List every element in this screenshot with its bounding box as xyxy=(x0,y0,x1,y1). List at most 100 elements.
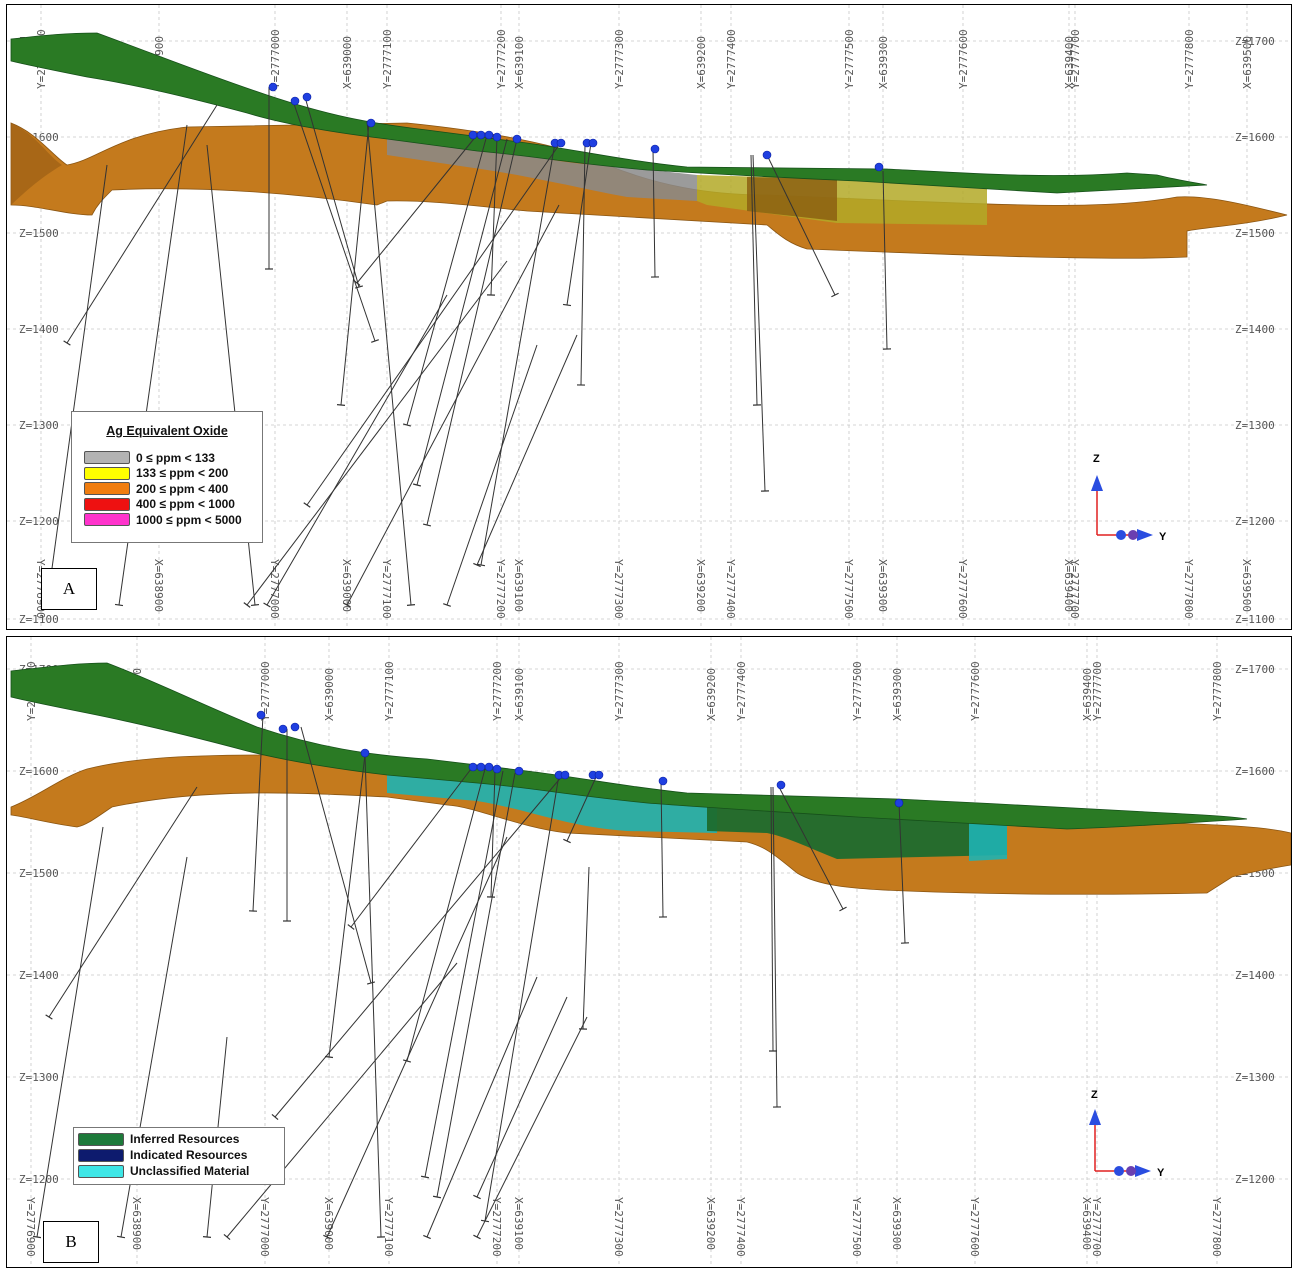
drillhole-trace xyxy=(406,768,486,1062)
drillhole-trace xyxy=(326,836,508,1238)
z-label-right: Z=1300 xyxy=(1235,419,1275,432)
coord-label-bottom: Y=2777200 xyxy=(490,1197,503,1257)
drillhole-end-tick xyxy=(271,1113,279,1121)
legend-swatch xyxy=(84,497,130,511)
legend-item: Inferred Resources xyxy=(78,1131,280,1147)
coord-label-bottom: X=639000 xyxy=(340,559,353,612)
z-label-left: Z=1300 xyxy=(19,1071,59,1084)
drillhole-end-tick xyxy=(354,285,364,289)
coord-label-top: Y=2777100 xyxy=(381,29,394,89)
drillhole-trace xyxy=(340,122,370,406)
legend-swatch xyxy=(84,451,130,465)
drillhole-trace xyxy=(292,100,376,342)
collar-marker xyxy=(360,748,370,758)
coord-label-bottom: Y=2777100 xyxy=(380,559,393,619)
drillhole-trace xyxy=(328,754,366,1058)
coord-label-top: Y=2777700 xyxy=(1069,29,1082,89)
collar-marker xyxy=(492,764,502,774)
drillhole-trace xyxy=(356,134,478,284)
legend-label: 200 ≤ ppm < 400 xyxy=(136,481,229,496)
collar-marker xyxy=(468,762,478,772)
drillhole-trace xyxy=(490,136,498,296)
coord-label-top: Y=2777500 xyxy=(851,661,864,721)
collar-marker xyxy=(256,710,266,720)
coord-label-top: Y=2777500 xyxy=(843,29,856,89)
collar-marker xyxy=(476,762,486,772)
drillhole-trace xyxy=(660,780,664,918)
coord-label-top: X=639300 xyxy=(891,668,904,721)
drillhole-end-tick xyxy=(412,483,422,487)
coord-label-top: X=639400 xyxy=(1063,36,1076,89)
drillholes xyxy=(32,714,910,1241)
legend-swatch xyxy=(78,1148,124,1162)
collar-marker xyxy=(874,162,884,172)
coord-label-bottom: Y=2777000 xyxy=(268,559,281,619)
drillhole-trace xyxy=(226,962,458,1238)
drillhole-trace xyxy=(566,774,598,842)
collar-marker xyxy=(468,130,478,140)
z-label-left: Z=1500 xyxy=(19,867,59,880)
legend-swatch xyxy=(84,482,130,496)
drillhole-trace xyxy=(476,1016,588,1238)
panel-tag-b: B xyxy=(43,1221,99,1263)
drillhole-end-tick xyxy=(32,1235,42,1239)
axis-indicator: Z Y xyxy=(1091,453,1167,543)
legend-label: 1000 ≤ ppm < 5000 xyxy=(136,512,242,527)
coord-label-top: X=639300 xyxy=(877,36,890,89)
coord-label-top: Y=2777300 xyxy=(613,29,626,89)
coord-label-bottom: Y=2777100 xyxy=(382,1197,395,1257)
legend-item: Unclassified Material xyxy=(78,1163,280,1179)
drillhole-end-tick xyxy=(422,523,432,527)
z-label-left: Z=1100 xyxy=(19,613,59,626)
drillhole-trace xyxy=(476,996,568,1198)
axis-z-label: Z xyxy=(1091,1089,1098,1101)
coord-label-top: Y=2777200 xyxy=(495,29,508,89)
coord-label-bottom: X=639100 xyxy=(512,1197,525,1250)
resource-legend: Inferred Resources Indicated Resources U… xyxy=(73,1127,285,1185)
grid-lines: Z=1700Z=1700Z=1600Z=1600Z=1500Z=1500Z=14… xyxy=(7,5,1291,629)
drillhole-end-tick xyxy=(402,423,412,427)
section-panel-a: Z=1700Z=1700Z=1600Z=1600Z=1500Z=1500Z=14… xyxy=(6,4,1292,630)
collar-marker xyxy=(658,776,668,786)
drillhole-trace xyxy=(490,770,496,898)
legend-label: 133 ≤ ppm < 200 xyxy=(136,466,229,481)
coord-label-top: Y=2777000 xyxy=(259,661,272,721)
z-label-right: Z=1300 xyxy=(1235,1071,1275,1084)
drillhole-trace xyxy=(300,726,372,984)
coord-label-bottom: X=639300 xyxy=(876,559,889,612)
drillhole-end-tick xyxy=(366,981,376,985)
z-label-left: Z=1500 xyxy=(19,227,59,240)
drillhole-end-tick xyxy=(223,1233,231,1241)
drillhole-trace xyxy=(750,154,758,406)
drillhole-trace xyxy=(426,976,538,1238)
drillhole-end-tick xyxy=(839,906,847,912)
coord-label-top: Y=2777400 xyxy=(725,29,738,89)
drillhole-end-tick xyxy=(250,603,260,607)
green-geologic-layer xyxy=(10,662,1248,830)
coord-label-bottom: Y=2776900 xyxy=(24,1197,37,1257)
drillhole-end-tick xyxy=(420,1175,430,1179)
drillhole-trace xyxy=(46,164,108,606)
collar-marker xyxy=(560,770,570,780)
z-label-left: Z=1300 xyxy=(19,419,59,432)
z-label-left: Z=1400 xyxy=(19,969,59,982)
drillhole-trace xyxy=(364,754,382,1238)
drillhole-trace xyxy=(48,786,198,1018)
drillhole-trace xyxy=(274,774,564,1118)
drillhole-trace xyxy=(480,142,556,566)
coord-label-bottom: Y=2777200 xyxy=(494,559,507,619)
coord-label-top: X=639100 xyxy=(513,668,526,721)
collar-marker xyxy=(650,144,660,154)
drillhole-trace xyxy=(770,786,774,1052)
z-label-right: Z=1600 xyxy=(1235,765,1275,778)
cyan-unclassified-block xyxy=(387,769,717,833)
collar-marker xyxy=(290,722,300,732)
legend-label: Inferred Resources xyxy=(130,1132,240,1146)
legend-item: 133 ≤ ppm < 200 xyxy=(84,466,262,482)
drillhole-trace xyxy=(306,144,560,506)
legend-item: Indicated Resources xyxy=(78,1147,280,1163)
legend-swatch xyxy=(84,466,130,480)
coord-label-top: Y=2777600 xyxy=(957,29,970,89)
green-geologic-layer xyxy=(10,32,1208,194)
drillhole-trace xyxy=(304,96,360,288)
